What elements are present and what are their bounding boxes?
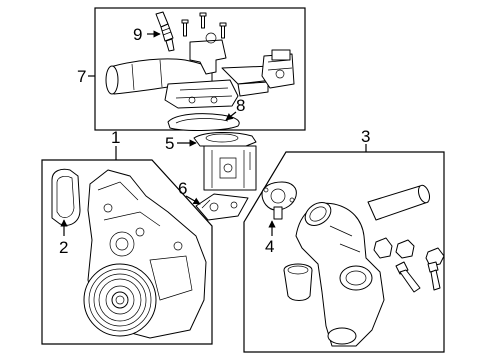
water-pump-part	[83, 169, 207, 339]
fittings-parts	[373, 237, 445, 267]
coolant-outlet-part	[295, 202, 385, 347]
bracket-part-6	[195, 193, 249, 221]
temperature-sensor-part	[155, 11, 175, 52]
hose-tube-part	[367, 184, 431, 221]
callout-4: 4	[265, 237, 274, 256]
housing-part-5	[193, 132, 257, 191]
coupling-cup-part	[283, 263, 313, 301]
callout-8: 8	[236, 96, 245, 115]
callout-1: 1	[111, 128, 120, 147]
thermostat-part-4	[261, 181, 297, 220]
callout-6: 6	[178, 179, 187, 198]
callout-2: 2	[59, 238, 68, 257]
callout-3: 3	[361, 127, 370, 146]
gasket-part-2	[51, 168, 81, 226]
gasket-part-8	[167, 113, 240, 131]
callout-9: 9	[133, 25, 142, 44]
callout-5: 5	[165, 134, 174, 153]
bolts-bottom	[395, 261, 441, 293]
bolts-top	[181, 12, 227, 39]
thermostat-housing-assembly	[105, 32, 295, 109]
group-box-1	[41, 159, 213, 345]
group-box-3	[243, 151, 445, 353]
callout-7: 7	[77, 67, 86, 86]
